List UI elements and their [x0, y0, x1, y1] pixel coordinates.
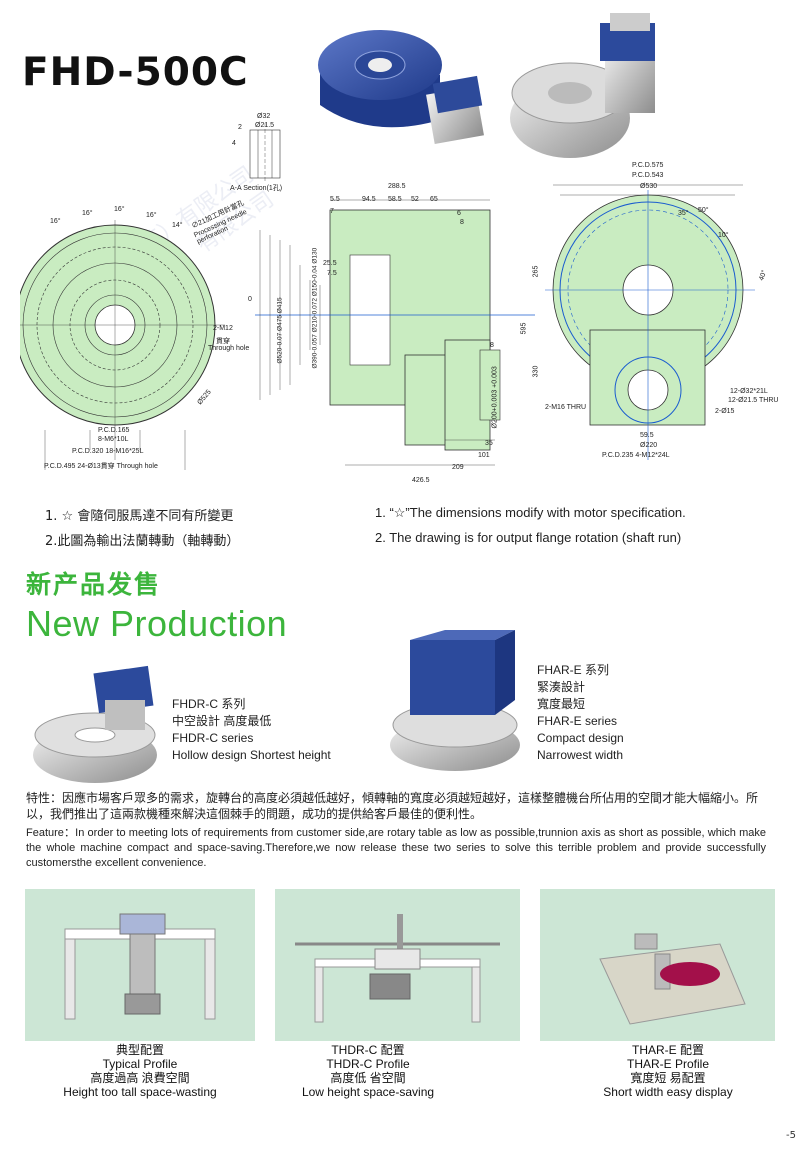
note-cn-1: 1. ☆ 會隨伺服馬達不同有所變更: [45, 509, 234, 524]
pcd165-label: P.C.D.165: [98, 427, 130, 434]
note-cn-2: 2.此圖為輸出法蘭轉動（軸轉動）: [45, 534, 240, 549]
dim-65: 65: [430, 196, 438, 203]
note-en-2: 2. The drawing is for output flange rota…: [375, 530, 682, 545]
dim-8: 8: [460, 219, 464, 226]
drawing-top-view: [545, 184, 755, 460]
angle-label: 16°: [146, 212, 157, 219]
dim-265: 265: [532, 265, 540, 278]
pcd320-label: P.C.D.320 18-M16*25L: [72, 448, 144, 455]
dim-55: 5.5: [330, 196, 340, 203]
product-desc-fhdr-c: FHDR-C 系列 中空設計 高度最低 FHDR-C series Hollow…: [172, 697, 331, 762]
h215-label: 12-Ø21.5 THRU: [728, 397, 779, 404]
profile-caption-thar-e: THAR-E 配置 THAR-E Profile 寬度短 易配置 Short w…: [603, 1043, 733, 1099]
section-n4: 4: [232, 140, 236, 147]
dim-d200: Ø200+0.003 +0.003: [491, 366, 499, 429]
new-production-heading-en: New Production: [26, 603, 288, 644]
h32-label: 12-Ø32*21L: [730, 388, 768, 395]
m12-label: 2-M12: [213, 325, 233, 332]
dim-330: 330: [532, 365, 540, 378]
dim-35: 35: [485, 440, 493, 447]
dim-945: 94.5: [362, 196, 376, 203]
note-en-1: 1. “☆”The dimensions modify with motor s…: [375, 505, 686, 520]
d530-label: Ø530: [640, 183, 658, 190]
angle-50: 50°: [698, 207, 709, 214]
product-desc-fhar-e: FHAR-E 系列 緊湊設計 寬度最短 FHAR-E series Compac…: [537, 663, 624, 762]
dim-2885: 288.5: [388, 183, 406, 190]
dim-7: 7: [330, 208, 334, 215]
page-number: -5: [786, 1130, 796, 1141]
through-label-en: Through hole: [208, 345, 250, 352]
profile-box-typical: [25, 889, 255, 1041]
section-d215: Ø21.5: [255, 122, 275, 129]
dim-vertical-list: Ø520-0.07 Ø475 Ø415: [276, 297, 284, 364]
dim-595b: 59.5: [640, 432, 654, 439]
dim-595: 595: [520, 322, 528, 335]
section-n2: 2: [238, 124, 242, 131]
product-photo-fhd-rotary: [318, 30, 484, 144]
angle-label: 16°: [114, 206, 125, 213]
through-label-cn: 貫穿: [216, 338, 230, 345]
angle-label: 16°: [82, 210, 93, 217]
dim-4265: 426.5: [412, 477, 430, 484]
dim-255: 25.5: [323, 260, 337, 267]
m6-label: 8-M6*10L: [98, 436, 129, 443]
product-photo-fhdr-c: [33, 665, 157, 783]
pcd543-label: P.C.D.543: [632, 172, 664, 179]
feature-en: Feature：In order to meeting lots of requ…: [26, 827, 766, 869]
profile-box-thdr-c: [275, 889, 520, 1041]
dim-8b: 8: [490, 342, 494, 349]
dim-vertical-list-2: Ø390-0.057 Ø210-0.072 Ø150-0.04 Ø130: [311, 247, 319, 369]
section-caption: A-A Section(1孔): [230, 185, 283, 192]
dim-zero: 0: [248, 296, 252, 303]
product-photo-fhd-motor: [510, 13, 655, 158]
pcd235-label: P.C.D.235 4-M12*24L: [602, 452, 670, 459]
dim-75: 7.5: [327, 270, 337, 277]
m16-label: 2-M16 THRU: [545, 404, 587, 411]
section-d32: Ø32: [257, 113, 271, 120]
dim-52: 52: [411, 196, 419, 203]
angle-label: 14°: [172, 222, 183, 229]
feature-cn: 特性：因應市場客戶眾多的需求，旋轉台的高度必須越低越好，傾轉軸的寬度必須越短越好…: [26, 791, 759, 821]
new-production-heading-cn: 新产品发售: [26, 570, 162, 599]
pcd495-label: P.C.D.495 24-Ø13貫穿 Through hole: [44, 463, 158, 470]
drawing-front-view: [20, 220, 225, 470]
drawing-side-view: [255, 199, 535, 466]
angle-10: 10°: [718, 232, 729, 239]
pcd575-label: P.C.D.575: [632, 162, 664, 169]
angle-label: 16°: [50, 218, 61, 225]
dim-6: 6: [457, 210, 461, 217]
dim-585: 58.5: [388, 196, 402, 203]
profile-caption-thdr-c: THDR-C 配置 THDR-C Profile 高度低 省空間 Low hei…: [301, 1043, 435, 1099]
drawing-section-aa: [249, 123, 281, 183]
profile-caption-typical: 典型配置 Typical Profile 高度過高 浪費空間 Height to…: [63, 1043, 217, 1099]
dim-d220: Ø220: [640, 442, 658, 449]
dim-209: 209: [452, 464, 464, 471]
h15-label: 2-Ø15: [715, 408, 735, 415]
dim-101: 101: [478, 452, 490, 459]
product-photo-fhar-e: [390, 630, 520, 771]
angle-35: 35°: [678, 210, 689, 217]
profile-box-thar-e: [540, 889, 775, 1041]
page-title: FHD-500C: [22, 50, 249, 95]
